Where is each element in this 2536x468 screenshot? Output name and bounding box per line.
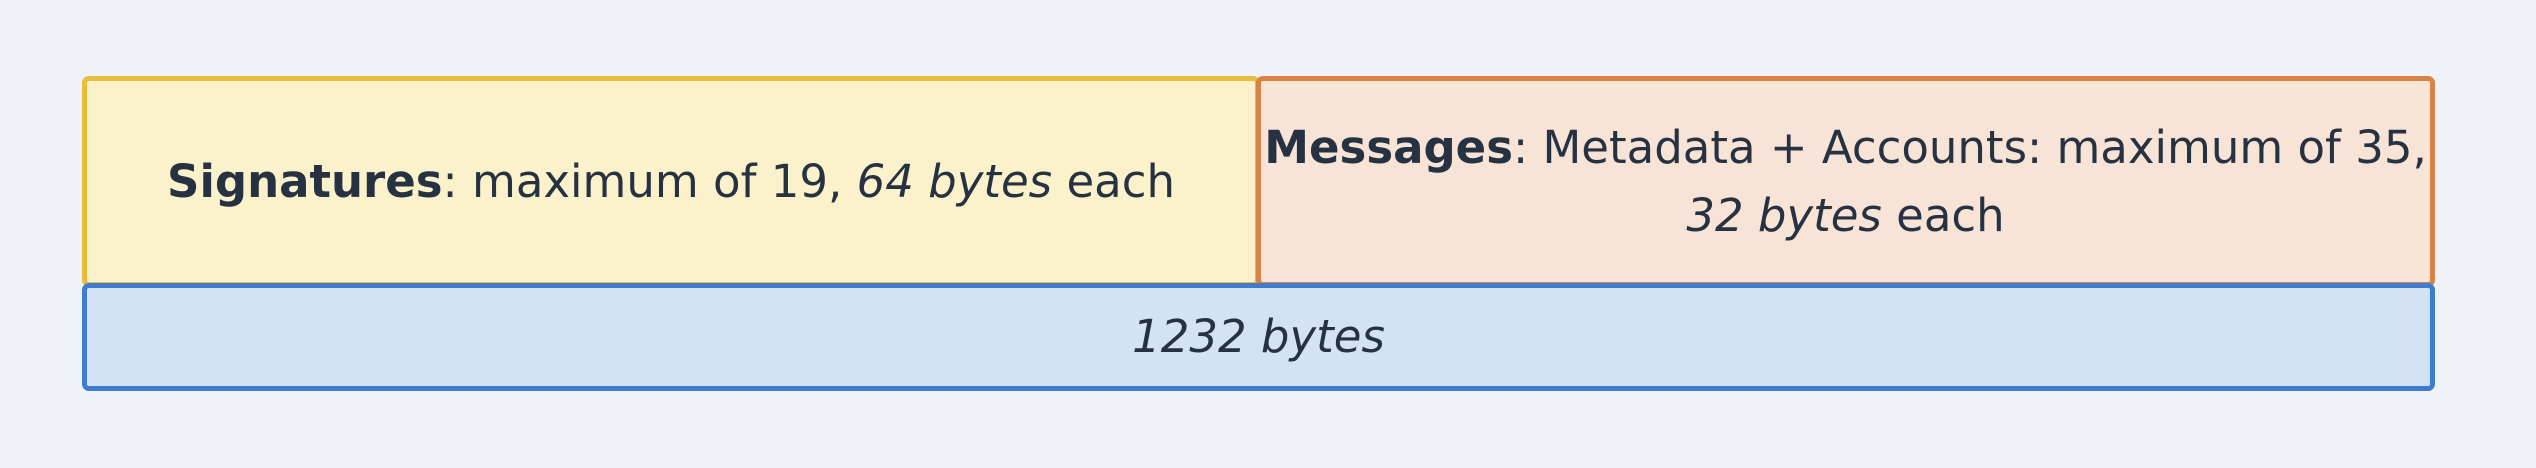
- messages-line-2: 32 bytes each: [1686, 189, 2004, 242]
- signatures-box: Signatures: maximum of 19, 64 bytes each: [82, 76, 1260, 287]
- messages-suffix: each: [1881, 188, 2005, 242]
- signatures-size: 64 bytes: [856, 154, 1053, 208]
- messages-separator: :: [1513, 120, 1543, 174]
- signatures-title: Signatures: [167, 154, 443, 208]
- total-size-label: 1232 bytes: [1132, 310, 1385, 363]
- messages-description: Metadata + Accounts: maximum of 35,: [1542, 120, 2427, 174]
- messages-line-1: Messages: Metadata + Accounts: maximum o…: [1264, 121, 2427, 174]
- signatures-description: maximum of 19,: [472, 154, 857, 208]
- messages-size: 32 bytes: [1686, 188, 1882, 242]
- signatures-separator: :: [442, 154, 472, 208]
- messages-title: Messages: [1264, 120, 1513, 174]
- messages-box: Messages: Metadata + Accounts: maximum o…: [1256, 76, 2435, 287]
- signatures-label: Signatures: maximum of 19, 64 bytes each: [167, 148, 1175, 216]
- signatures-suffix: each: [1052, 154, 1175, 208]
- total-size-box: 1232 bytes: [82, 283, 2435, 391]
- messages-label: Messages: Metadata + Accounts: maximum o…: [1264, 114, 2427, 250]
